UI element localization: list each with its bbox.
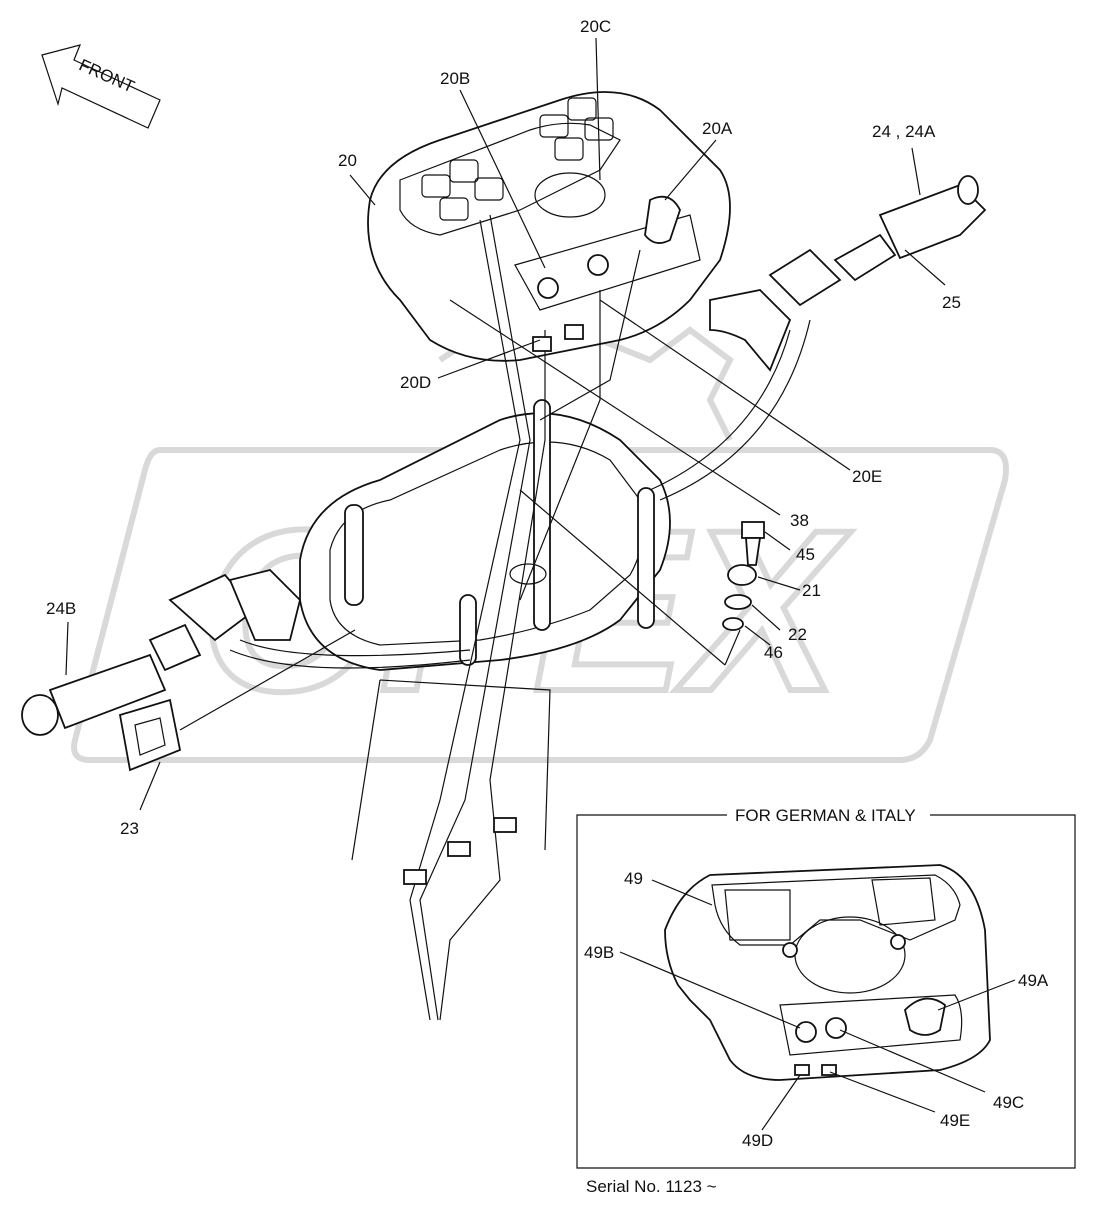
callout-45: 45 (796, 545, 815, 564)
callout-38: 38 (790, 511, 809, 530)
inset-callout-49e: 49E (940, 1111, 970, 1130)
callout-20e: 20E (852, 467, 882, 486)
console-base (299, 399, 671, 861)
inset-callout-49d: 49D (742, 1131, 773, 1150)
console-cover-20 (367, 91, 731, 362)
callout-20: 20 (338, 151, 357, 170)
inset-callout-49c: 49C (993, 1093, 1024, 1112)
hardware-fasteners (722, 521, 765, 631)
inset-german-italy: FOR GERMAN & ITALY 49 49B 49A 49C 49E 49… (576, 806, 1076, 1169)
inset-title: FOR GERMAN & ITALY (735, 806, 916, 825)
callout-labels: 20C 20B 20A 20 24 , 24A 25 20D 20E 38 45… (46, 17, 961, 838)
callout-20a: 20A (702, 119, 733, 138)
callout-25: 25 (942, 293, 961, 312)
inset-callout-49b: 49B (584, 943, 614, 962)
callout-20d: 20D (400, 373, 431, 392)
callout-46: 46 (764, 643, 783, 662)
inset-callout-49a: 49A (1018, 971, 1049, 990)
callout-22: 22 (788, 625, 807, 644)
callout-20c: 20C (580, 17, 611, 36)
front-label: FRONT (76, 55, 137, 96)
wire-harness (229, 214, 811, 1021)
callout-21: 21 (802, 581, 821, 600)
grommet-23 (118, 698, 182, 772)
front-arrow: FRONT (41, 44, 161, 129)
callout-20b: 20B (440, 69, 470, 88)
combination-switch-24 (709, 175, 987, 372)
combination-switch-24b (21, 569, 301, 736)
inset-callout-49: 49 (624, 869, 643, 888)
leader-lines (65, 37, 946, 811)
serial-number-note: Serial No. 1123 ~ (586, 1177, 717, 1196)
callout-23: 23 (120, 819, 139, 838)
callout-24b: 24B (46, 599, 76, 618)
callout-24-24a: 24 , 24A (872, 122, 936, 141)
